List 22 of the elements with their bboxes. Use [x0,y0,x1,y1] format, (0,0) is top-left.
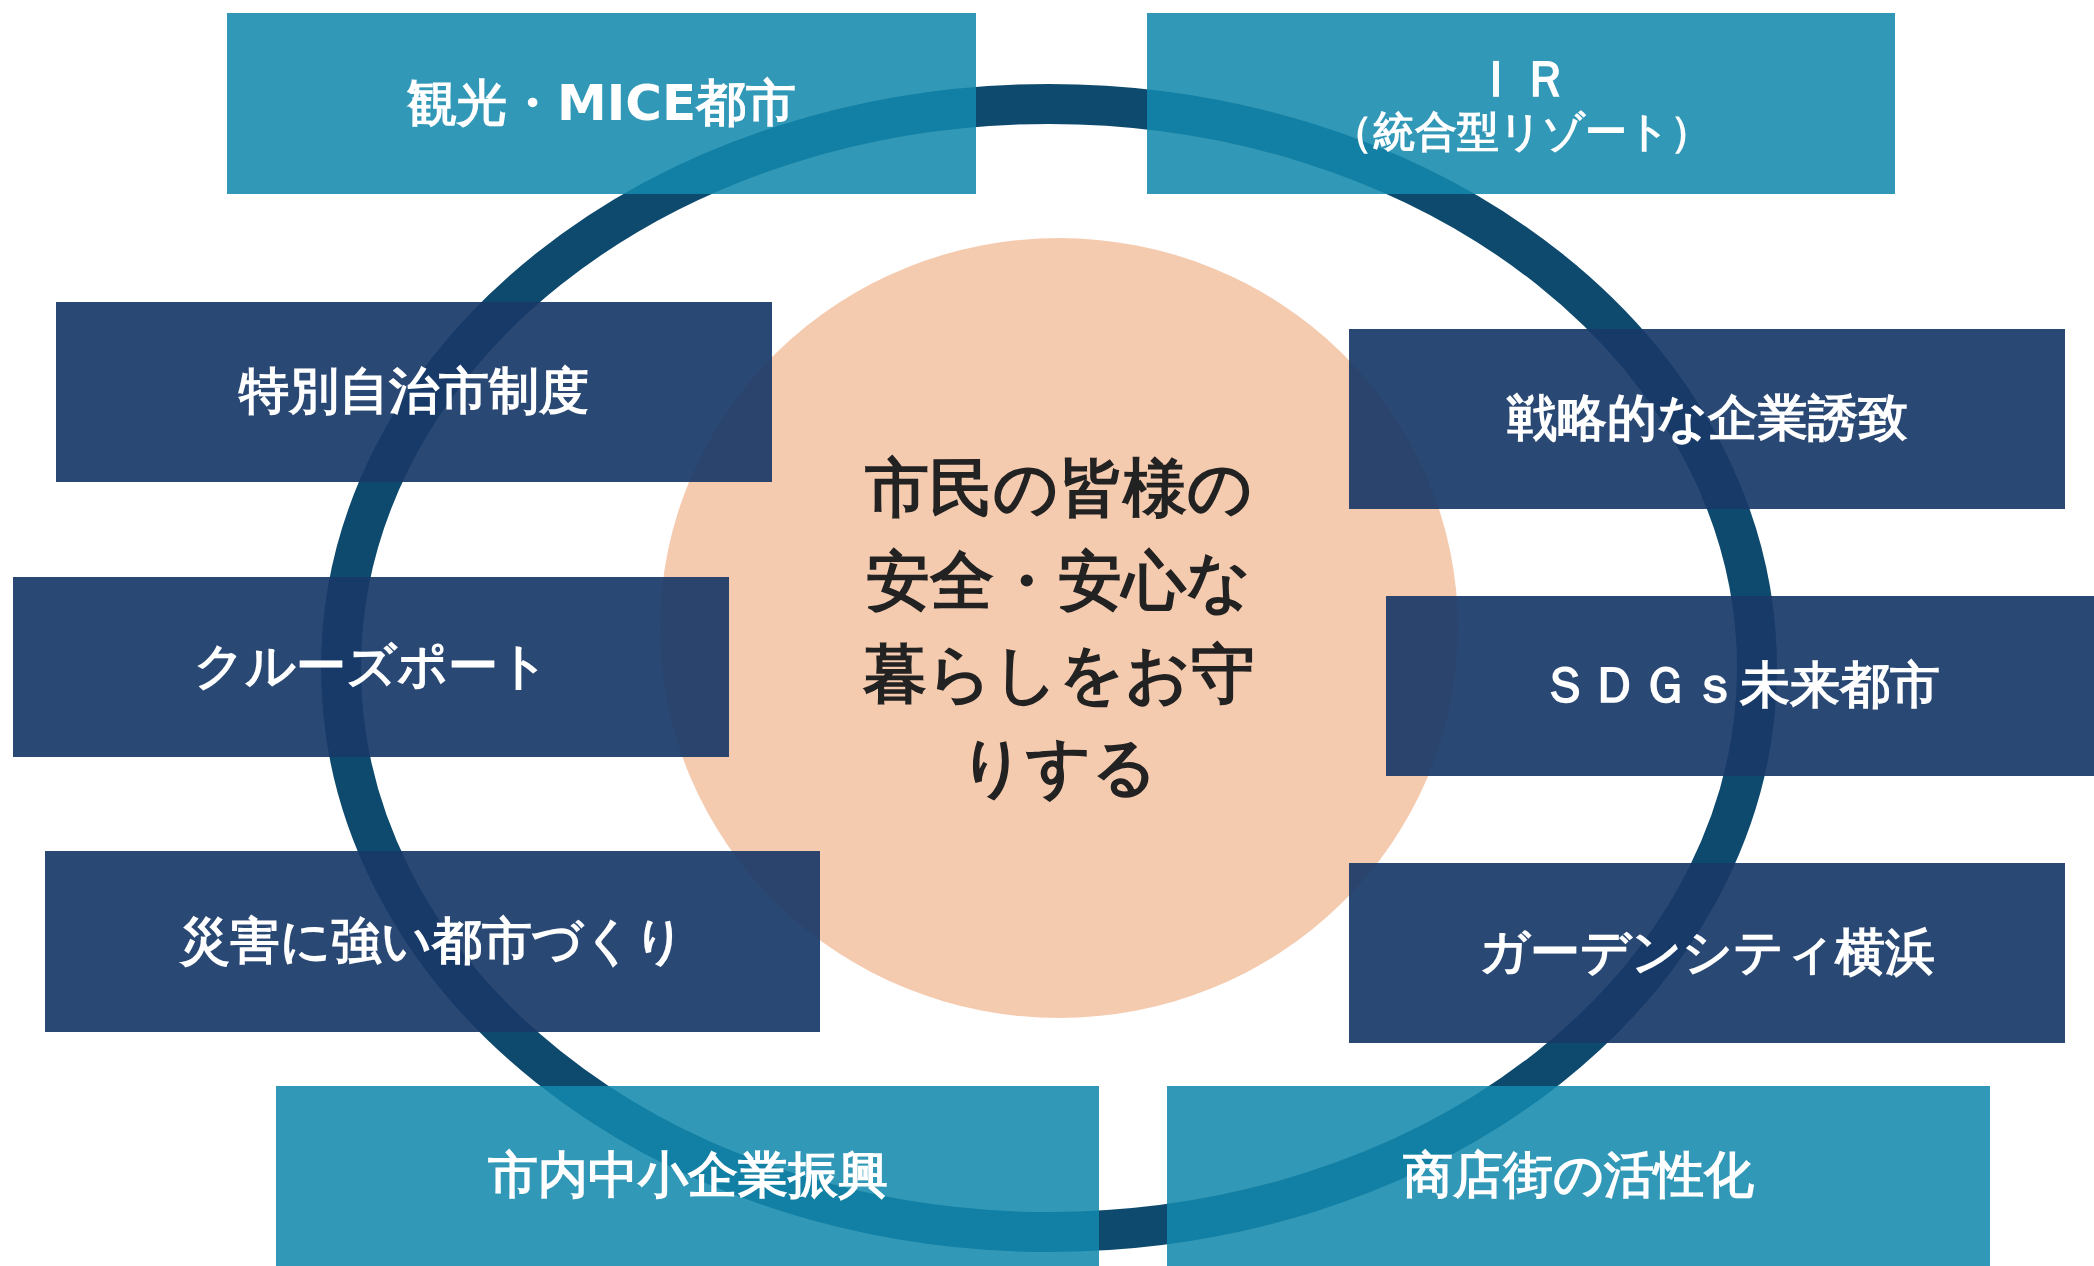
policy-box [1167,1086,1990,1266]
label: クルーズポート [193,638,549,696]
policy-box [1349,863,2065,1043]
policy-box [56,302,772,482]
label: 戦略的な企業誘致 [1506,390,1908,448]
resort-box [1147,13,1895,194]
label: ＩＲ [1471,50,1571,109]
label: ガーデンシティ横浜 [1479,924,1935,982]
policy-box [13,577,729,757]
policy-box [1386,596,2094,776]
label: 市内中小企業振興 [487,1147,888,1205]
sightseeing-box [227,13,976,194]
label: 特別自治市制度 [239,363,589,421]
policy-box [45,851,820,1032]
label: ＳＤＧｓ未来都市 [1540,657,1940,715]
subtitle: （統合型リゾート） [1330,108,1712,157]
policy-box [1349,329,2065,509]
label: 災害に強い都市づくり [180,912,685,971]
label: 商店街の活性化 [1403,1147,1754,1205]
label: 観光・MICE都市 [406,74,797,133]
label: 市民の皆様の安全・安心な暮らしをお守りする [862,450,1256,806]
policy-box [276,1086,1099,1266]
